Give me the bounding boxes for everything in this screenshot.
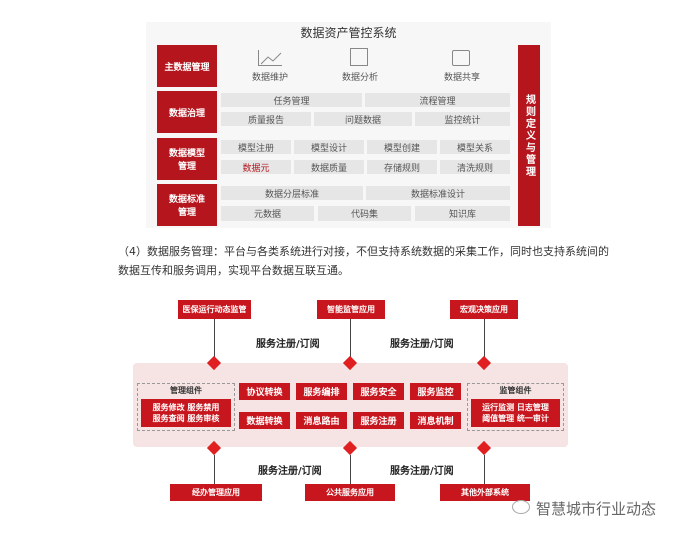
arrow [214, 455, 215, 484]
download-window-icon [452, 50, 470, 66]
cell: 数据分层标准 [221, 186, 363, 200]
cell: 知识库 [415, 206, 510, 221]
center-box: 数据转换 [239, 412, 290, 429]
app-bottom-1: 经办管理应用 [170, 484, 262, 501]
wechat-icon [512, 500, 530, 514]
arrow [484, 319, 485, 359]
mgmt-line: 服务修改 服务禁用 [152, 403, 220, 412]
body-paragraph: （4）数据服务管理：平台与各类系统进行对接，不但支持系统数据的采集工作，同时也支… [118, 245, 609, 277]
supv-title: 监管组件 [499, 386, 532, 395]
item-data-maintain: 数据维护 [251, 73, 288, 83]
arrow [214, 319, 215, 359]
line-chart-icon [258, 50, 282, 66]
app-bottom-2: 公共服务应用 [305, 484, 395, 501]
cell: 数据质量 [294, 160, 364, 174]
center-box: 协议转换 [239, 383, 290, 400]
cell: 质量报告 [221, 112, 311, 126]
arrow [350, 455, 351, 484]
center-box: 服务注册 [353, 412, 404, 429]
mgmt-line: 服务查阅 服务审核 [152, 414, 220, 423]
app-top-3: 宏观决策应用 [450, 300, 518, 319]
cell: 模型注册 [221, 140, 291, 154]
cell: 监控统计 [415, 112, 510, 126]
center-box: 消息机制 [410, 412, 461, 429]
row-label-governance: 数据治理 [157, 91, 217, 133]
supv-line: 阈值管理 统一审计 [482, 414, 549, 423]
row-label-master: 主数据管理 [157, 45, 217, 87]
center-box: 服务编排 [296, 383, 347, 400]
cell: 元数据 [221, 206, 314, 221]
cell: 数据标准设计 [366, 186, 510, 200]
newspaper-icon [350, 48, 368, 66]
row-label-model: 数据模型管理 [157, 138, 217, 180]
supv-line: 运行监测 日志管理 [482, 403, 549, 412]
app-top-1: 医保运行动态监管 [178, 300, 251, 319]
sub-label: 服务注册/订阅 [390, 466, 454, 477]
center-box: 消息路由 [296, 412, 347, 429]
cell: 任务管理 [221, 93, 362, 107]
app-bottom-3: 其他外部系统 [440, 484, 530, 501]
center-box: 服务安全 [353, 383, 404, 400]
item-data-analysis: 数据分析 [341, 73, 378, 83]
arrow [350, 319, 351, 359]
supv-items: 运行监测 日志管理阈值管理 统一审计 [471, 399, 560, 427]
sub-label: 服务注册/订阅 [256, 339, 320, 350]
cell: 问题数据 [314, 112, 412, 126]
sub-label: 服务注册/订阅 [258, 466, 322, 477]
cell: 流程管理 [365, 93, 510, 107]
cell: 存储规则 [367, 160, 437, 174]
arrow [484, 455, 485, 484]
cell: 模型创建 [367, 140, 437, 154]
cell-highlight: 数据元 [221, 160, 291, 174]
rules-bar: 规则定义与管理 [518, 45, 540, 226]
cell: 代码集 [318, 206, 411, 221]
diagram-title: 数据资产管控系统 [300, 26, 397, 40]
watermark: 智慧城市行业动态 [536, 500, 657, 518]
sub-label: 服务注册/订阅 [390, 339, 454, 350]
supv-component [467, 383, 564, 431]
center-box: 服务监控 [410, 383, 461, 400]
item-data-share: 数据共享 [443, 73, 480, 83]
mgmt-items: 服务修改 服务禁用服务查阅 服务审核 [141, 399, 231, 427]
app-top-2: 智能监管应用 [317, 300, 385, 319]
cell: 模型设计 [294, 140, 364, 154]
mgmt-title: 管理组件 [170, 386, 202, 395]
cell: 清洗规则 [440, 160, 510, 174]
mgmt-component [137, 383, 235, 431]
cell: 模型关系 [440, 140, 510, 154]
row-label-standard: 数据标准管理 [157, 184, 217, 226]
